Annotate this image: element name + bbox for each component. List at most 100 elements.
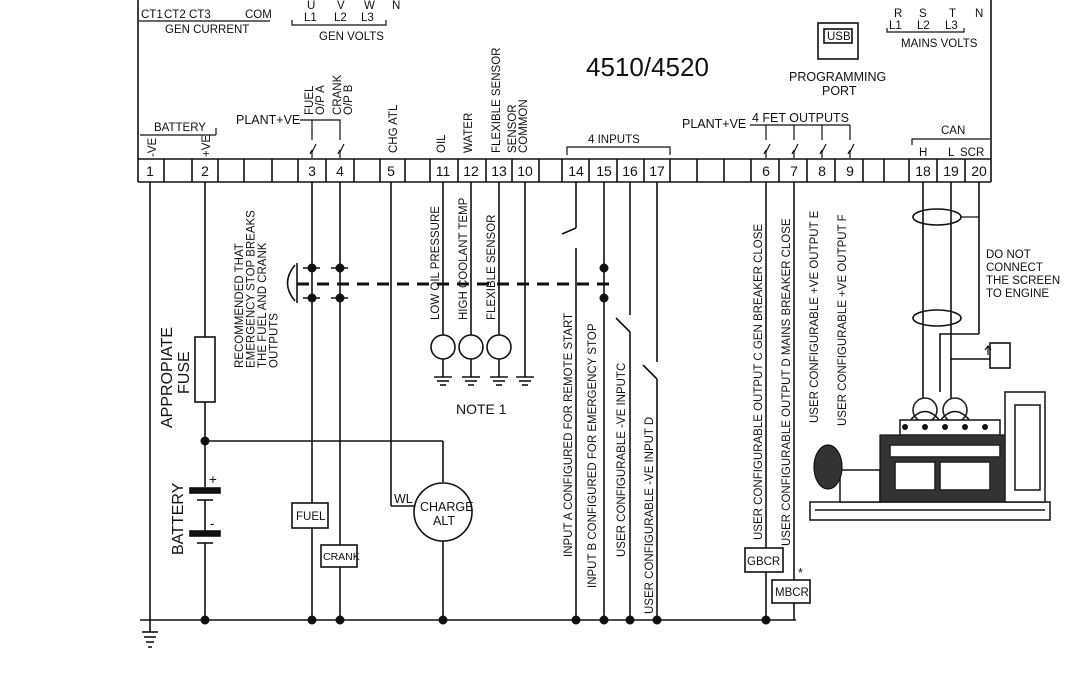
plant-ve-2-label: PLANT+VE [682,117,746,131]
crank-box-label: CRANK [323,551,360,563]
gen-l3-label: L3 [361,12,374,24]
gen-current-label: GEN CURRENT [165,24,249,36]
can-wiring: DO NOT CONNECT THE SCREEN TO ENGINE [912,182,1060,412]
generator-set-image [809,391,1051,521]
mbcr-asterisk: * [798,566,803,580]
sensor-common-label: SENSORCOMMON [507,99,530,153]
usb-port: USB PROGRAMMING PORT [789,22,886,98]
water-label: WATER [463,113,475,153]
mains-volts-label: MAINS VOLTS [901,38,978,50]
terminal-16: 16 [622,163,638,179]
charge-alternator: WL CHARGE ALT [390,182,473,620]
plus-ve-label: +VE [201,135,213,157]
bottom-bus [140,182,796,648]
ct2-label: CT2 [164,9,186,21]
can-header: CAN H L SCR [911,125,990,159]
ct3-label: CT3 [189,9,211,21]
gen-n-label: N [392,0,400,12]
gen-l2-label: L2 [334,12,347,24]
alt-label: ALT [433,514,455,528]
plant-ve-label: PLANT+VE [236,113,300,127]
terminal-17: 17 [649,163,665,179]
gen-w-label: W [364,0,375,12]
com-label: COM [245,9,272,21]
usb-label: USB [827,31,851,43]
digital-inputs: INPUT A CONFIGURED FOR REMOTE START INPU… [561,182,658,620]
oil-label: OIL [436,134,448,153]
fuse [194,336,216,403]
model-title: 4510/4520 [586,52,709,82]
terminal-11: 11 [436,163,451,179]
fuel-relay [291,502,329,529]
terminal-4: 4 [336,163,344,179]
can-h-label: H [919,147,927,159]
high-coolant-label: HIGH COOLANT TEMP [458,197,470,320]
can-scr-label: SCR [960,147,984,159]
mains-l2-label: L2 [917,20,930,32]
fuel-crank-circuit: FUEL CRANK [291,182,360,620]
emergency-stop [286,263,614,303]
terminal-19: 19 [943,163,959,179]
terminal-14: 14 [568,163,584,179]
controller-outline [137,0,992,183]
input-d-label: USER CONFIGURABLE -VE INPUT D [644,417,656,614]
programming-label: PROGRAMMING [789,70,886,84]
fuel-box-label: FUEL [296,511,326,523]
mains-n-label: N [975,8,983,20]
ct1-label: CT1 [141,9,163,21]
ct-inputs: CT1 CT2 CT3 COM GEN CURRENT [139,9,272,36]
gen-v-label: V [337,0,345,12]
mains-t-label: T [949,8,956,20]
terminal-7: 7 [790,163,798,179]
battery-circuit: + - APPROPIATE FUSE BATTERY [159,182,444,620]
terminal-20: 20 [971,163,987,179]
mains-s-label: S [919,8,927,20]
out-e-label: USER CONFIGURABLE +VE OUTPUT E [809,210,821,423]
sensors: LOW OIL PRESSURE HIGH COOLANT TEMP FLEXI… [430,182,534,417]
fuel-op-label: FUELO/P A [304,85,327,115]
gbcr-relay [744,547,784,573]
gen-volts-label: GEN VOLTS [319,31,384,43]
output-contacts [309,143,855,158]
input-c-label: USER CONFIGURABLE -VE INPUTC [616,363,628,557]
minus-ve-label: -VE [147,138,159,158]
battery-minus: - [210,516,215,531]
terminal-13: 13 [491,163,507,179]
out-c-label: USER CONFIGURABLE OUTPUT C GEN BREAKER C… [753,224,765,540]
gen-u-label: U [307,0,315,12]
fet-outputs-label: 4 FET OUTPUTS [752,111,849,125]
battery-label: BATTERY [170,482,187,555]
mbcr-relay [771,579,811,604]
mbcr-label: MBCR [775,587,809,599]
appropriate-label: APPROPIATE [159,327,176,428]
note1-label: NOTE 1 [456,401,507,417]
gbcr-label: GBCR [747,556,780,568]
battery-header-label: BATTERY [154,122,206,134]
can-label: CAN [941,125,965,137]
recommended-note: RECOMMENDED THAT EMERGENCY STOP BREAKS T… [234,207,281,368]
terminal-6: 6 [762,163,770,179]
crank-relay [320,544,358,568]
input-b-label: INPUT B CONFIGURED FOR EMERGENCY STOP [587,323,599,588]
fuse-label: FUSE [176,351,193,394]
fet-outputs: GBCR MBCR * USER CONFIGURABLE OUTPUT C G… [744,182,849,620]
terminal-8: 8 [818,163,826,179]
out-d-label: USER CONFIGURABLE OUTPUT D MAINS BREAKER… [781,218,793,546]
port-label: PORT [822,84,857,98]
terminal-9: 9 [846,163,854,179]
terminal-18: 18 [915,163,931,179]
can-l-label: L [948,147,955,159]
mains-r-label: R [894,8,902,20]
gen-volts-inputs: U V W N L1 L2 L3 GEN VOLTS [291,0,400,43]
terminal-1: 1 [146,163,154,179]
flexible-sensor-label: FLEXIBLE SENSOR [491,48,503,153]
terminal-2: 2 [201,163,209,179]
battery-header: BATTERY -VE +VE [140,122,217,158]
terminal-10: 10 [517,163,533,179]
terminal-12: 12 [463,163,479,179]
four-inputs-label: 4 INPUTS [588,134,640,146]
terminal-3: 3 [308,163,316,179]
out-f-label: USER CONFIGURABLE +VE OUTPUT F [837,214,849,426]
